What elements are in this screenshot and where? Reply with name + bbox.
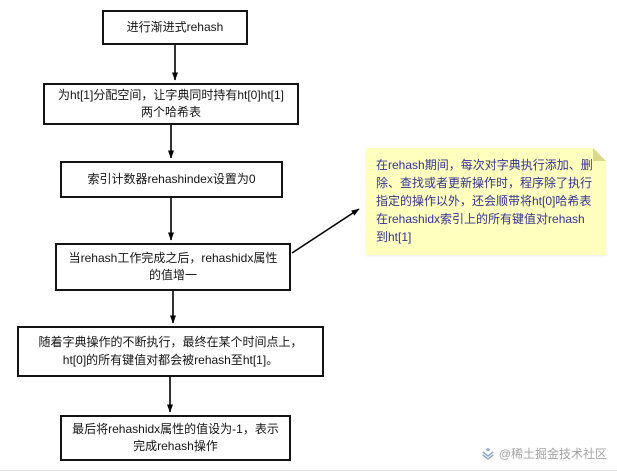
flow-step-start-rehash: 进行渐进式rehash xyxy=(102,10,248,45)
watermark-text: @稀土掘金技术社区 xyxy=(498,447,607,461)
sticky-note: 在rehash期间，每次对字典执行添加、删除、查找或者更新操作时，程序除了执行指… xyxy=(366,148,606,255)
flow-step-allocate-ht1: 为ht[1]分配空间，让字典同时持有ht[0]ht[1]两个哈希表 xyxy=(43,83,299,125)
note-text: 在rehash期间，每次对字典执行添加、删除、查找或者更新操作时，程序除了执行指… xyxy=(376,158,593,244)
note-fold-corner-icon xyxy=(593,148,606,161)
flow-step-all-keys-rehashed: 随着字典操作的不断执行，最终在某个时间点上，ht[0]的所有键值对都会被reha… xyxy=(17,326,324,377)
arrow-step4-note xyxy=(291,208,360,254)
flow-step-finish-rehash: 最后将rehashidx属性的值设为-1，表示完成rehash操作 xyxy=(60,415,291,461)
flow-step-set-rehashindex: 索引计数器rehashindex设置为0 xyxy=(60,161,283,198)
watermark: @稀土掘金技术社区 xyxy=(481,445,607,462)
juejin-logo-icon xyxy=(482,447,494,460)
flow-step-increment-rehashidx: 当rehash工作完成之后，rehashidx属性的值增一 xyxy=(55,243,291,291)
